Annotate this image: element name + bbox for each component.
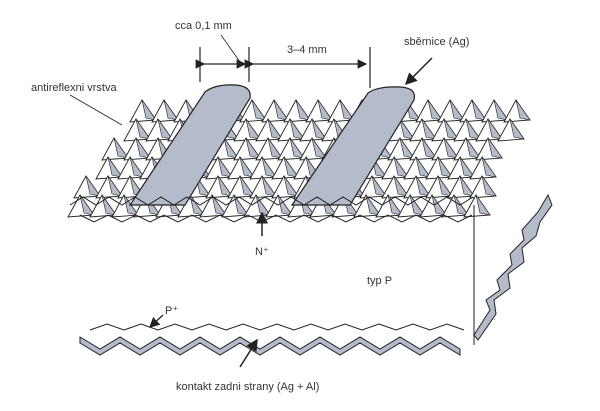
pyramid-shade [387, 194, 403, 216]
pyramid-shade [493, 99, 509, 121]
p-plus-label: P⁺ [165, 305, 178, 317]
pyramid-shade [431, 194, 447, 216]
back-contact-label: kontakt zadni strany (Ag + Al) [176, 381, 319, 393]
finger-spacing-label: 3–4 mm [287, 44, 327, 56]
pyramid-shade [481, 175, 497, 197]
pyramid-shade [475, 194, 491, 216]
pyramid-shade [283, 175, 299, 197]
pyramid-shade [267, 118, 283, 140]
pyramid-shade [135, 118, 151, 140]
pyramid-shade [459, 156, 475, 178]
pyramid-shade [409, 194, 425, 216]
dimension-lines [195, 34, 371, 88]
pyramid-shade [157, 118, 173, 140]
pyramid-shade [211, 194, 227, 216]
pyramid-shade [437, 175, 453, 197]
busbar-right [290, 86, 416, 206]
pyramid-shade [79, 194, 95, 216]
pyramid-shade [245, 137, 261, 159]
pyramid-shade [393, 175, 409, 197]
n-plus-layer-edge [69, 196, 474, 206]
n-plus-layer-bottom [79, 214, 473, 223]
pyramid-shade [311, 137, 327, 159]
pyramid-shade [163, 99, 179, 121]
pyramid-shade [415, 175, 431, 197]
pyramid-shade [339, 99, 355, 121]
pyramid-shade [141, 99, 157, 121]
pyramid-shade [233, 194, 249, 216]
pyramid-shade [251, 99, 267, 121]
p-type-label: typ P [367, 275, 392, 287]
pyramid-shade [393, 156, 409, 178]
pyramid-shade [129, 156, 145, 178]
pyramid-shade [223, 137, 239, 159]
pyramid-shade [85, 175, 101, 197]
pyramid-shade [245, 118, 261, 140]
pyramid-shade [295, 99, 311, 121]
pyramid-shade [427, 99, 443, 121]
pyramid-shade [471, 99, 487, 121]
antireflective-leader [69, 94, 123, 126]
p-plus-arrow [149, 314, 164, 328]
pyramid-shade [449, 99, 465, 121]
pyramid-shade [217, 175, 233, 197]
pyramid-shade [113, 137, 129, 159]
pyramid-shade [107, 156, 123, 178]
pyramid-shade [399, 137, 415, 159]
pyramid-shade [267, 137, 283, 159]
pyramid-shade [487, 137, 503, 159]
pyramid-shade [273, 99, 289, 121]
pyramid-shade [107, 175, 123, 197]
pyramid-shade [189, 194, 205, 216]
pyramid-shade [459, 175, 475, 197]
pyramid-shade [453, 194, 469, 216]
pyramid-shade [261, 175, 277, 197]
pyramid-shade [443, 118, 459, 140]
pyramid-shade [317, 99, 333, 121]
wafer-right-edge [473, 193, 553, 341]
finger-width-label: cca 0,1 mm [175, 20, 232, 32]
busbar-label: sběrnice (Ag) [404, 36, 469, 48]
n-plus-label: N⁺ [255, 246, 269, 258]
p-plus-layer [89, 323, 465, 331]
pyramid-shade [365, 194, 381, 216]
pyramid-shade [289, 118, 305, 140]
antireflective-layer-label: antireflexni vrstva [31, 82, 117, 94]
pyramid-shade [261, 156, 277, 178]
pyramid-shade [465, 118, 481, 140]
pyramid-shade [311, 118, 327, 140]
pyramid-shade [481, 156, 497, 178]
pyramid-shade [135, 137, 151, 159]
pyramid-shade [415, 156, 431, 178]
pyramid-shade [421, 118, 437, 140]
pyramid-shade [217, 156, 233, 178]
pyramid-shade [465, 137, 481, 159]
pyramid-shade [421, 137, 437, 159]
pyramid-shade [487, 118, 503, 140]
pyramid-shade [371, 175, 387, 197]
pyramid-shade [239, 175, 255, 197]
pyramid-shade [399, 118, 415, 140]
pyramid-shade [437, 156, 453, 178]
pyramid-shade [509, 118, 525, 140]
pyramid-shade [289, 137, 305, 159]
pyramid-shade [283, 156, 299, 178]
pyramid-shade [101, 194, 117, 216]
busbar-left [128, 84, 251, 206]
pyramid-shade [515, 99, 531, 121]
busbar-arrow [404, 57, 433, 86]
back-contact-arrow [239, 338, 258, 368]
pyramid-shade [443, 137, 459, 159]
back-contact-layer [79, 336, 461, 356]
pyramid-shade [239, 156, 255, 178]
